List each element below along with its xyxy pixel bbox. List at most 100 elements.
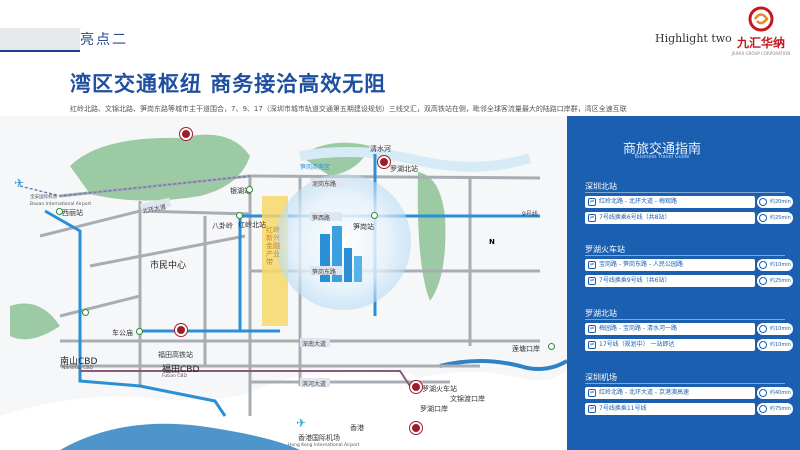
route-text: 梅园路 - 宝岗路 - 清水河一路 bbox=[599, 325, 677, 332]
travel-guide-panel: 商旅交通指南 Business Travel Guide 深圳北站 ⇌红岭北路 … bbox=[567, 116, 800, 450]
label-hongling-north: 红岭北站 bbox=[238, 221, 266, 229]
route-time: 约75min bbox=[770, 406, 791, 412]
route-text: 红岭北路 - 北环大道 - 梅观路 bbox=[599, 198, 677, 205]
business-district-circle bbox=[275, 174, 411, 310]
logo-mark-icon bbox=[748, 6, 774, 32]
airplane-icon: ✈ bbox=[14, 176, 25, 190]
airplane-icon: ✈ bbox=[296, 416, 307, 430]
transit-icon: ⇌ bbox=[588, 277, 596, 285]
guide-group-title: 罗湖北站 bbox=[585, 309, 617, 318]
company-logo: 九汇华纳 JIUHUI GROUP CORPORATION bbox=[728, 6, 794, 66]
label-luohu-port: 罗湖口岸 bbox=[420, 405, 448, 413]
route-item: ⇌红岭北路 - 北环大道 - 京港澳高速 bbox=[585, 387, 755, 399]
pin-luohu-station bbox=[410, 381, 422, 393]
guide-subtitle: Business Travel Guide bbox=[634, 154, 690, 160]
transit-icon: ⇌ bbox=[588, 341, 596, 349]
clock-icon bbox=[759, 198, 767, 206]
station-dot bbox=[548, 343, 555, 350]
station-dot bbox=[136, 328, 143, 335]
route-time: 约25min bbox=[770, 278, 791, 284]
group-divider bbox=[585, 255, 785, 256]
route-time: 约10min bbox=[770, 262, 791, 268]
river-line bbox=[299, 147, 532, 172]
metro-label-line9: 9号线 bbox=[522, 211, 538, 218]
time-badge: 约10min bbox=[757, 339, 793, 351]
station-dot bbox=[246, 186, 253, 193]
label-yinhu: 银湖站 bbox=[230, 187, 251, 195]
label-business-area: 笋岗商务区 bbox=[300, 164, 331, 171]
pin-luohu-north bbox=[378, 156, 390, 168]
page-title: 湾区交通枢纽 商务接洽高效无阻 bbox=[70, 72, 387, 96]
station-dot bbox=[236, 212, 243, 219]
route-time: 约20min bbox=[770, 199, 791, 205]
time-badge: 约10min bbox=[757, 323, 793, 335]
label-hk-airport: 香港国际机场 bbox=[298, 434, 340, 442]
route-item: ⇌宝岗路 - 笋岗东路 - 人民公园路 bbox=[585, 259, 755, 271]
label-hk-airport-en: Hong Kong International Airport bbox=[288, 443, 360, 448]
pin-hk bbox=[410, 422, 422, 434]
guide-group-title: 深圳北站 bbox=[585, 182, 617, 191]
group-divider bbox=[585, 383, 785, 384]
label-sz-airport: 宝安国际机场 bbox=[30, 195, 57, 200]
label-chegongmiao: 车公庙 bbox=[112, 329, 133, 337]
road-label-binhe: 滨河大道 bbox=[302, 381, 327, 388]
time-badge: 约25min bbox=[757, 275, 793, 287]
label-futian-cbd: 福田CBD bbox=[162, 365, 200, 375]
label-luohu-station: 罗湖火车站 bbox=[422, 385, 457, 393]
clock-icon bbox=[759, 405, 767, 413]
time-badge: 约20min bbox=[757, 196, 793, 208]
logo-subtext: JIUHUI GROUP CORPORATION bbox=[731, 51, 791, 56]
label-qingshuihe: 清水河 bbox=[370, 145, 391, 153]
route-time: 约10min bbox=[770, 342, 791, 348]
rail-line bbox=[19, 175, 251, 197]
station-dot bbox=[371, 212, 378, 219]
logo-text: 九汇华纳 bbox=[736, 36, 785, 50]
clock-icon bbox=[759, 341, 767, 349]
clock-icon bbox=[759, 261, 767, 269]
time-badge: 约75min bbox=[757, 403, 793, 415]
header-underline bbox=[0, 50, 80, 52]
guide-group-title: 深圳机场 bbox=[585, 373, 617, 382]
road-label-shennan: 深南大道 bbox=[302, 341, 327, 348]
header-accent-bar bbox=[0, 28, 80, 52]
water-area bbox=[60, 423, 300, 450]
time-badge: 约10min bbox=[757, 259, 793, 271]
label-futian-cbd-en: Futian CBD bbox=[162, 374, 187, 379]
park-area bbox=[417, 172, 446, 301]
group-divider bbox=[585, 192, 785, 193]
label-futian-hsr: 福田高铁站 bbox=[158, 351, 193, 359]
pin-shenzhen-north bbox=[180, 128, 192, 140]
highlight-label: Highlight two bbox=[655, 32, 732, 45]
rail-line bbox=[80, 370, 411, 387]
section-tag: 亮点二 bbox=[80, 32, 128, 48]
label-bagualing: 八卦岭 bbox=[212, 222, 233, 230]
transit-icon: ⇌ bbox=[588, 261, 596, 269]
guide-title: 商旅交通指南 bbox=[622, 142, 701, 157]
label-nanshan-cbd-en: Nanshan CBD bbox=[62, 366, 93, 371]
route-text: 宝岗路 - 笋岗东路 - 人民公园路 bbox=[599, 261, 683, 268]
clock-icon bbox=[759, 214, 767, 222]
route-item: ⇌7号线换乘11号线 bbox=[585, 403, 755, 415]
label-sungang: 笋岗站 bbox=[353, 223, 374, 231]
north-indicator: N bbox=[489, 238, 495, 246]
transit-icon: ⇌ bbox=[588, 214, 596, 222]
label-nanshan-cbd: 南山CBD bbox=[60, 357, 98, 367]
route-item: ⇌梅园路 - 宝岗路 - 清水河一路 bbox=[585, 323, 755, 335]
label-civic-center: 市民中心 bbox=[150, 261, 187, 271]
pin-futian-hsr bbox=[175, 324, 187, 336]
route-text: 7号线换乘6号线（共8站） bbox=[599, 214, 671, 221]
route-time: 约40min bbox=[770, 390, 791, 396]
label-sz-airport-en: Baoan International Airport bbox=[30, 202, 92, 207]
label-finance-corridor: 红岭新兴金融产业带 bbox=[266, 226, 280, 266]
route-text: 7号线换乘9号线（共6站） bbox=[599, 277, 671, 284]
transit-icon: ⇌ bbox=[588, 405, 596, 413]
route-item: ⇌红岭北路 - 北环大道 - 梅观路 bbox=[585, 196, 755, 208]
station-dot bbox=[82, 309, 89, 316]
clock-icon bbox=[759, 389, 767, 397]
river-line bbox=[439, 359, 567, 372]
route-item: ⇌17号线（规划中） 一站即达 bbox=[585, 339, 755, 351]
route-time: 约10min bbox=[770, 326, 791, 332]
page-description: 红岭北路、文锦北路、笋岗东路等城市主干道围合，7、9、17（深圳市城市轨道交通第… bbox=[70, 105, 627, 113]
route-item: ⇌7号线换乘9号线（共6站） bbox=[585, 275, 755, 287]
label-hk: 香港 bbox=[350, 424, 364, 432]
